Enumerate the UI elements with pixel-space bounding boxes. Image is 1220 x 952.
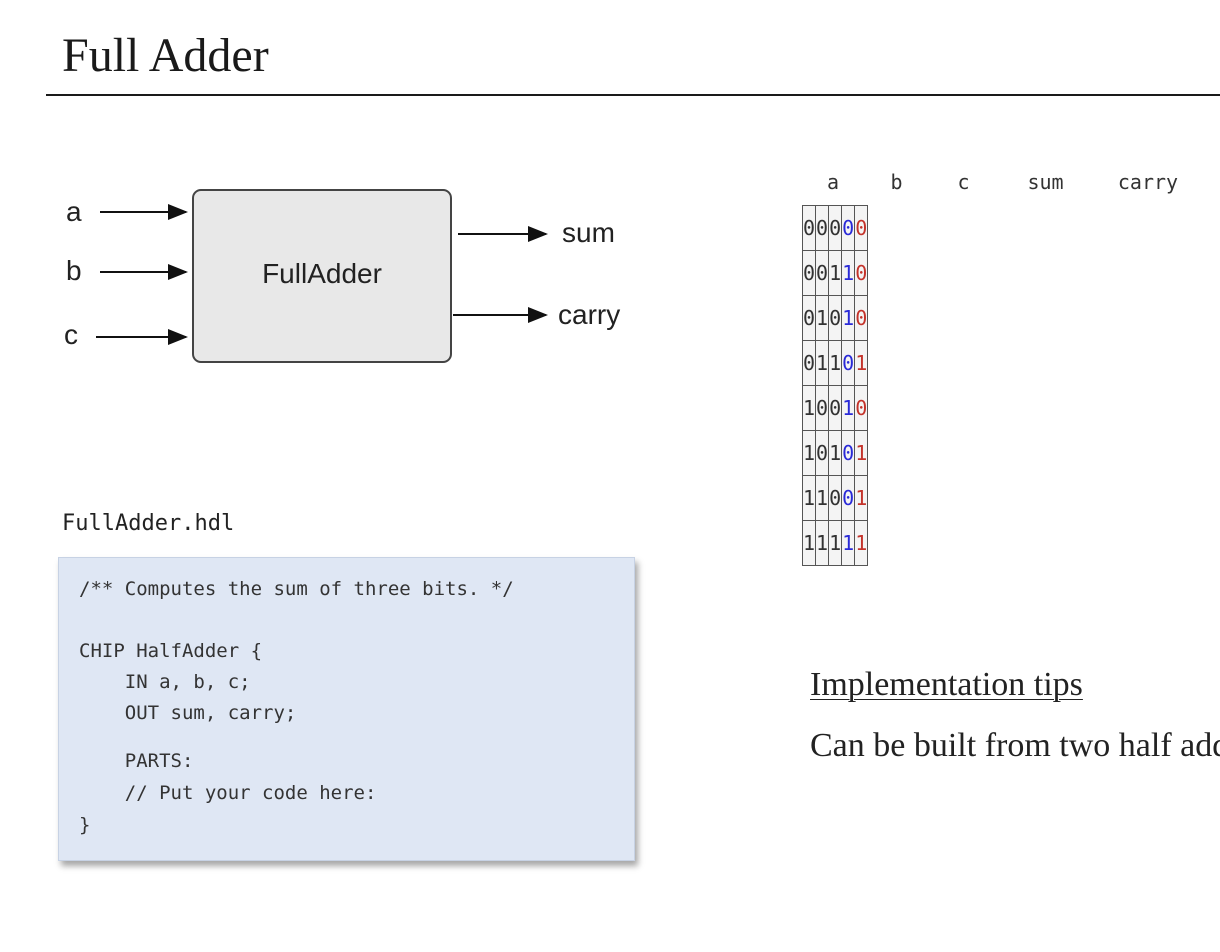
column-header-b: b [890,170,903,194]
table-cell: 0 [801,205,817,251]
output-label-sum: sum [562,217,615,248]
chip-box [192,189,452,363]
table-cell: 0 [815,250,830,296]
table-cell: 1 [841,295,856,341]
table-cell: 0 [841,475,856,521]
code-line: IN a, b, c; [79,671,251,693]
table-cell: 0 [854,295,869,341]
hdl-code-block: /** Computes the sum of three bits. */ C… [58,557,635,861]
column-header-c: c [957,170,970,194]
table-cell: 0 [801,340,817,386]
input-label-a: a [66,196,82,227]
column-header-a: a [826,170,840,194]
table-cell: 0 [841,205,856,251]
table-cell: 0 [828,205,843,251]
table-cell: 0 [828,385,843,431]
code-line: /** Computes the sum of three bits. */ [79,578,514,600]
code-line: CHIP HalfAdder { [79,640,263,662]
table-cell: 1 [801,520,817,566]
code-line: // Put your code here: [79,782,377,804]
table-cell: 1 [854,520,869,566]
table-cell: 0 [828,295,843,341]
title-divider [46,94,1220,96]
code-line: } [79,814,91,836]
table-cell: 1 [815,475,830,521]
code-line: OUT sum, carry; [79,702,297,724]
table-cell: 1 [828,430,843,476]
table-cell: 1 [801,475,817,521]
table-cell: 1 [815,520,830,566]
slide-title: Full Adder [62,29,269,82]
table-cell: 1 [815,295,830,341]
column-header-sum: sum [1027,170,1064,194]
table-cell: 0 [854,250,869,296]
table-cell: 1 [854,430,869,476]
table-cell: 0 [841,340,856,386]
table-cell: 1 [841,520,856,566]
table-cell: 0 [828,475,843,521]
table-cell: 1 [828,340,843,386]
table-cell: 0 [854,205,869,251]
table-cell: 1 [828,250,843,296]
column-header-carry: carry [1117,170,1179,194]
table-cell: 0 [801,295,817,341]
table-cell: 0 [801,250,817,296]
table-cell: 1 [828,520,843,566]
tips-body: Can be built from two half adders. [810,727,1220,764]
tips-heading: Implementation tips [810,666,1083,703]
input-label-b: b [66,255,82,286]
table-cell: 0 [815,430,830,476]
table-cell: 1 [841,250,856,296]
table-cell: 1 [841,385,856,431]
table-cell: 1 [801,430,817,476]
code-line: PARTS: [79,750,194,772]
table-cell: 0 [815,385,830,431]
table-cell: 1 [854,340,869,386]
table-cell: 1 [854,475,869,521]
chip-label: FullAdder [262,258,382,289]
table-cell: 1 [815,340,830,386]
table-cell: 0 [854,385,869,431]
table-cell: 1 [801,385,817,431]
hdl-filename: FullAdder.hdl [62,511,235,536]
table-cell: 0 [815,205,830,251]
input-label-c: c [64,319,78,350]
table-cell: 0 [841,430,856,476]
full-adder-diagram: FullAdder a b c sum carry [64,189,620,363]
output-label-carry: carry [558,299,620,330]
